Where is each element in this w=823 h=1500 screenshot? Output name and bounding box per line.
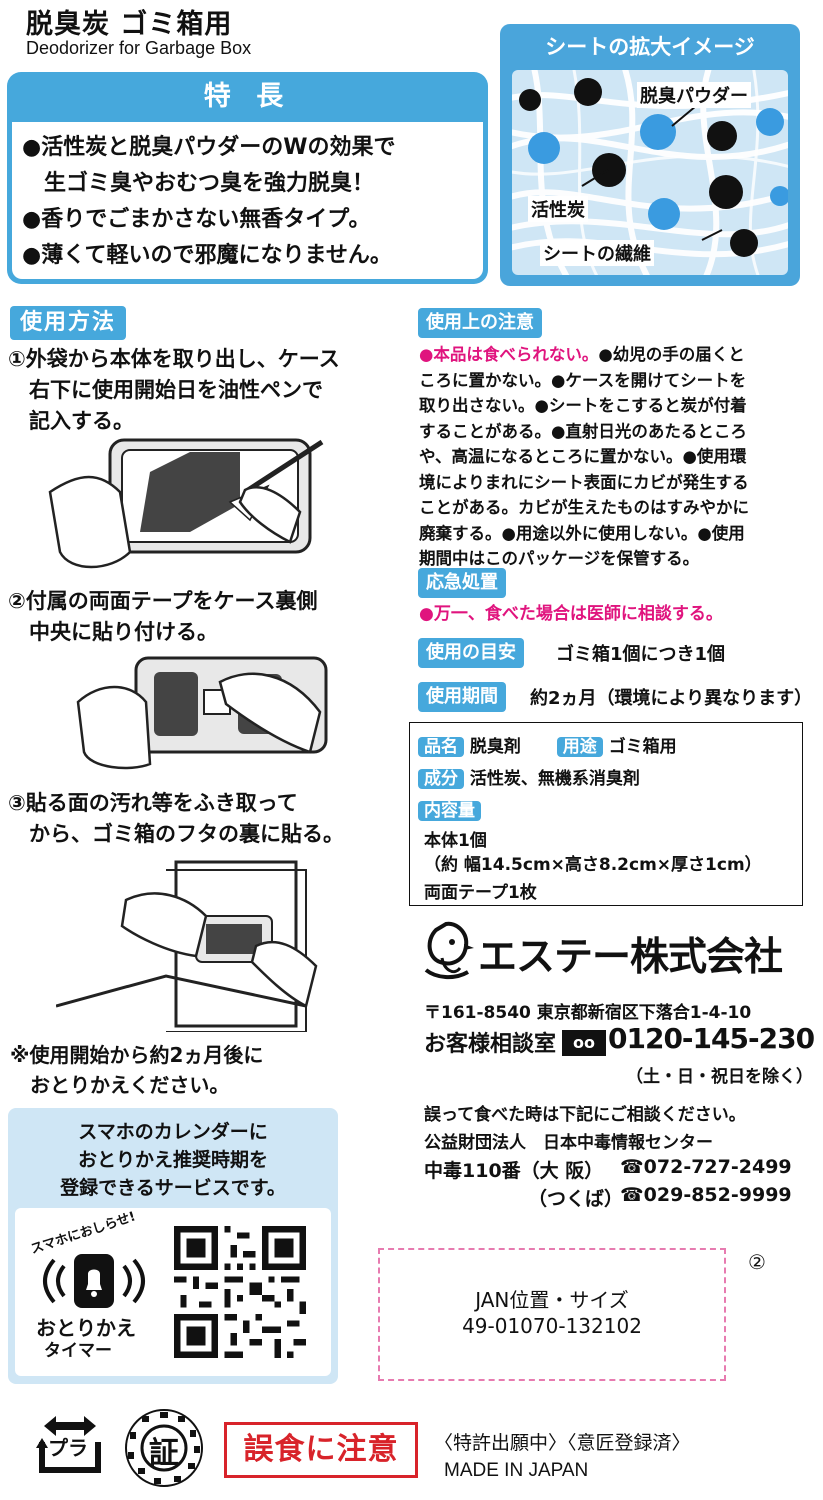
patent-text: 〈特許出願中〉〈意匠登録済〉 [434, 1432, 691, 1454]
usage-step-1: ①外袋から本体を取り出し、ケース 右下に使用開始日を油性ペンで 記入する。 [8, 344, 340, 437]
jan-circle-number: ② [748, 1250, 766, 1274]
feature-line: ●活性炭と脱臭パウダーのWの効果で [22, 135, 396, 160]
spec-use-label: 用途 [556, 737, 603, 757]
features-list: ●活性炭と脱臭パウダーのWの効果で 生ゴミ臭やおむつ臭を強力脱臭！ ●香りでごま… [12, 122, 483, 279]
caution-line: 廃棄する。●用途以外に使用しない。●使用 [419, 523, 745, 543]
warning-badge: 誤食に注意 [224, 1422, 418, 1478]
spec-row-name: 品名 脱臭剤 用途 ゴミ箱用 [418, 732, 677, 757]
caution-line: ●幼児の手の届くと [598, 345, 745, 364]
smartphone-line: スマホのカレンダーに [78, 1121, 268, 1143]
feature-line: ●薄くて軽いので邪魔になりません。 [22, 243, 392, 268]
step-text: 記入する。 [8, 409, 134, 433]
feature-line: ●香りでごまかさない無香タイプ。 [22, 207, 371, 232]
spec-ingredient-label: 成分 [418, 769, 464, 789]
guide-value: ゴミ箱1個につき1個 [556, 644, 726, 665]
poison-tsukuba-label: （つくば） [528, 1188, 624, 1210]
step3-illustration-icon [56, 860, 318, 1032]
certification-seal-char: 証 [149, 1436, 179, 1471]
freedial-icon: oo [562, 1030, 606, 1056]
period-label: 使用期間 [418, 682, 506, 712]
emergency-heading: 応急処置 [418, 568, 506, 598]
caution-line: することがある。●直射日光のあたるところ [419, 421, 747, 441]
recycle-pla-icon [36, 1416, 101, 1473]
emergency-text: ●万一、食べた場合は医師に相談する。 [419, 604, 723, 624]
company-hours: （土・日・祝日を除く） [626, 1067, 813, 1087]
step-text: 中央に貼り付ける。 [8, 620, 218, 644]
spec-row-ingredient: 成分 活性炭、無機系消臭剤 [418, 764, 640, 789]
guide-label: 使用の目安 [418, 638, 524, 668]
caution-line: や、高温になるところに置かない。●使用環 [419, 447, 747, 466]
smartphone-line: 登録できるサービスです。 [60, 1177, 286, 1199]
jan-line-2: 49-01070-132102 [462, 1314, 642, 1338]
label-powder: 脱臭パウダー [637, 82, 751, 108]
step1-illustration-icon [48, 438, 324, 569]
smartphone-text: スマホのカレンダーに おとりかえ推奨時期を 登録できるサービスです。 [8, 1118, 338, 1202]
enlarged-image-heading: シートの拡大イメージ [545, 35, 755, 59]
spec-use-value: ゴミ箱用 [608, 737, 677, 757]
poison-osaka-label: 中毒110番（大 阪） [424, 1160, 604, 1182]
company-address: 〒161-8540 東京都新宿区下落合1-4-10 [424, 1003, 752, 1023]
company-phone: 0120-145-230 [608, 1022, 815, 1055]
bell-phone-icon [43, 1254, 145, 1308]
spec-contents-line: 本体1個 [424, 831, 487, 851]
usage-heading: 使用方法 [10, 306, 127, 340]
feature-line: 生ゴミ臭やおむつ臭を強力脱臭！ [22, 171, 375, 196]
cautions-heading: 使用上の注意 [418, 308, 542, 338]
label-fiber: シートの繊維 [540, 240, 654, 266]
spec-contents-line: （約 幅14.5cm×高さ8.2cm×厚さ1cm） [424, 855, 762, 875]
features-heading: 特 長 [203, 81, 292, 112]
step2-illustration-icon [76, 656, 328, 770]
caution-line: 期間中はこのパッケージを保管する。 [419, 549, 700, 568]
step-text: 右下に使用開始日を油性ペンで [8, 378, 323, 402]
step-text: ②付属の両面テープをケース裏側 [8, 589, 318, 613]
company-logo-icon [424, 921, 474, 979]
caution-line: 取り出さない。●シートをこすると炭が付着 [419, 396, 747, 415]
poison-intro: 誤って食べた時は下記にご相談ください。 [424, 1105, 746, 1125]
product-title: 脱臭炭 ゴミ箱用 [26, 9, 233, 40]
note-text: おとりかえください。 [10, 1073, 230, 1097]
timer-label-1: おとりかえ [36, 1316, 136, 1340]
label-carbon: 活性炭 [528, 196, 588, 222]
spec-name-value: 脱臭剤 [469, 737, 521, 757]
caution-line: ころに置かない。●ケースを開けてシートを [419, 370, 747, 390]
caution-line: ことがある。カビが生えたものはすみやかに [419, 498, 749, 517]
poison-osaka-phone: ☎072-727-2499 [620, 1156, 792, 1178]
poison-tsukuba-phone: ☎029-852-9999 [620, 1184, 792, 1206]
smartphone-line: おとりかえ推奨時期を [77, 1149, 268, 1171]
caution-line: 境によりまれにシート表面にカビが発生する [419, 472, 749, 492]
step-text: ①外袋から本体を取り出し、ケース [8, 347, 340, 371]
certification-seal-icon [125, 1409, 203, 1487]
spec-contents-line: 両面テープ1枚 [424, 883, 537, 903]
company-consult-label: お客様相談室 [424, 1032, 557, 1057]
product-subtitle: Deodorizer for Garbage Box [26, 38, 252, 58]
step-text: ③貼る面の汚れ等をふき取って [8, 791, 298, 815]
spec-name-label: 品名 [418, 737, 464, 757]
step-text: から、ゴミ箱のフタの裏に貼る。 [8, 822, 344, 846]
spec-ingredient-value: 活性炭、無機系消臭剤 [469, 769, 640, 789]
made-in-text: MADE IN JAPAN [444, 1460, 589, 1481]
jan-line-1: JAN位置・サイズ [475, 1288, 629, 1312]
qr-code-icon[interactable] [174, 1226, 306, 1358]
usage-step-2: ②付属の両面テープをケース裏側 中央に貼り付ける。 [8, 586, 317, 648]
period-value: 約2ヵ月（環境により異なります） [530, 688, 813, 709]
poison-org: 公益財団法人 日本中毒情報センター [424, 1133, 713, 1153]
spec-box [409, 722, 803, 906]
caution-pink-lead: ●本品は食べられない。 [419, 345, 599, 364]
cautions-text: ●本品は食べられない。●幼児の手の届くと ころに置かない。●ケースを開けてシート… [419, 342, 749, 572]
company-name: エステー株式会社 [478, 935, 783, 980]
note-text: ※使用開始から約2ヵ月後に [10, 1043, 264, 1067]
replace-note: ※使用開始から約2ヵ月後に おとりかえください。 [10, 1040, 263, 1100]
recycle-pla-label: プラ [48, 1436, 88, 1460]
timer-label-2: タイマー [44, 1341, 112, 1361]
usage-step-3: ③貼る面の汚れ等をふき取って から、ゴミ箱のフタの裏に貼る。 [8, 788, 344, 850]
spec-row-contents: 内容量 [418, 796, 481, 821]
jan-placeholder [378, 1248, 726, 1381]
spec-contents-label: 内容量 [418, 801, 481, 821]
